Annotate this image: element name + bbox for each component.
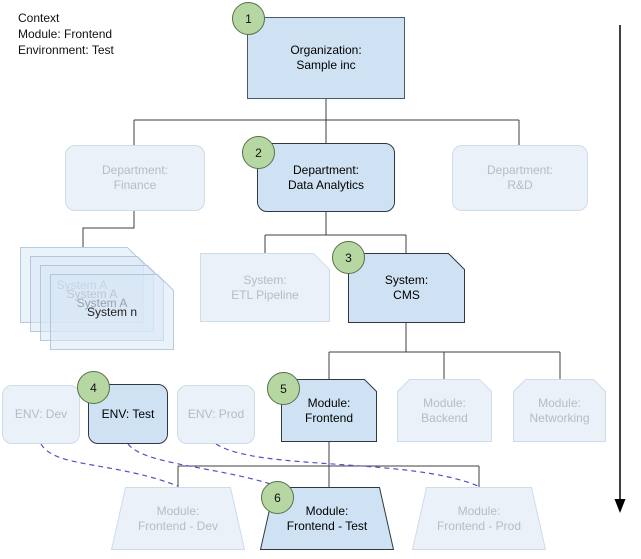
node-env-dev-label: ENV: Dev	[14, 407, 68, 421]
card-shape	[200, 253, 330, 322]
node-module-frontend-label: Module:Frontend	[304, 395, 354, 425]
node-department-data-analytics[interactable]: Department:Data Analytics	[257, 143, 395, 212]
context-note: Context Module: Frontend Environment: Te…	[18, 10, 114, 58]
node-module-frontend-prod-label: Module:Frontend - Prod	[436, 503, 522, 533]
link-env-test-to-frontend-test	[127, 443, 304, 497]
context-title: Context	[18, 11, 60, 25]
node-module-networking[interactable]: Module:Networking	[513, 379, 606, 442]
node-department-finance[interactable]: Department:Finance	[65, 145, 205, 211]
node-system-etl-pipeline[interactable]: System:ETL Pipeline	[200, 253, 330, 322]
step-number: 3	[345, 250, 352, 265]
step-number: 2	[255, 145, 262, 160]
node-module-frontend-dev[interactable]: Module:Frontend - Dev	[111, 487, 245, 550]
connector-org-to-departments	[133, 99, 520, 145]
hexagon-shape	[513, 379, 606, 442]
link-env-dev-to-frontend-dev	[40, 443, 179, 487]
node-department-finance-label: Department:Finance	[101, 163, 169, 192]
node-env-prod[interactable]: ENV: Prod	[177, 385, 255, 444]
trapezoid-shape	[111, 487, 245, 550]
node-department-rd-label: Department:R&D	[486, 163, 554, 192]
step-badge-5: 5	[267, 372, 300, 405]
node-module-networking-label: Module:Networking	[529, 395, 590, 425]
step-badge-6: 6	[261, 481, 294, 514]
step-number: 4	[90, 380, 97, 395]
context-environment-line: Environment: Test	[18, 43, 114, 57]
step-badge-4: 4	[77, 371, 110, 404]
node-env-prod-label: ENV: Prod	[187, 407, 245, 421]
connector-cms-to-modules	[328, 323, 561, 379]
node-module-frontend-dev-label: Module:Frontend - Dev	[137, 503, 219, 533]
node-organization-label: Organization:Sample inc	[290, 43, 362, 72]
step-number: 5	[280, 381, 287, 396]
node-department-rd[interactable]: Department:R&D	[452, 145, 588, 211]
node-system-cms-label: System:CMS	[384, 273, 429, 302]
node-module-frontend-test-label: Module:Frontend - Test	[286, 503, 368, 533]
context-module-line: Module: Frontend	[18, 27, 113, 41]
node-module-frontend-test[interactable]: Module:Frontend - Test	[260, 487, 394, 550]
step-badge-1: 1	[232, 2, 265, 35]
node-module-backend-label: Module:Backend	[421, 395, 468, 425]
stack-card-label: System A	[56, 278, 108, 292]
trapezoid-shape	[260, 487, 394, 550]
step-number: 1	[245, 11, 252, 26]
connector-dataanalytics-to-systems	[264, 212, 407, 253]
node-system-etl-label: System:ETL Pipeline	[231, 272, 299, 302]
stack-card-label: System A	[76, 296, 128, 310]
node-organization[interactable]: Organization:Sample inc	[247, 17, 405, 99]
trapezoid-shape	[412, 487, 546, 550]
node-module-backend[interactable]: Module:Backend	[397, 379, 492, 442]
flow-direction-arrow	[614, 25, 626, 513]
step-number: 6	[274, 490, 281, 505]
step-badge-2: 2	[242, 136, 275, 169]
node-department-data-analytics-label: Department:Data Analytics	[287, 162, 365, 192]
step-badge-3: 3	[332, 241, 365, 274]
node-env-test-label: ENV: Test	[101, 406, 155, 421]
stack-card-label: System A	[66, 287, 118, 301]
node-system-cms[interactable]: System:CMS	[348, 253, 465, 323]
card-shape	[348, 253, 465, 323]
node-system-stack[interactable]: System A System A System A System n	[20, 247, 174, 350]
card-shape	[50, 274, 174, 350]
stack-card-label: System n	[86, 305, 137, 319]
connector-frontend-to-deployments	[177, 442, 480, 487]
node-env-dev[interactable]: ENV: Dev	[2, 385, 80, 444]
connector-finance-to-system-stack	[82, 211, 135, 247]
hexagon-shape	[397, 379, 492, 442]
node-module-frontend[interactable]: Module:Frontend	[281, 379, 377, 442]
node-module-frontend-prod[interactable]: Module:Frontend - Prod	[412, 487, 546, 550]
link-env-prod-to-frontend-prod	[215, 443, 479, 487]
